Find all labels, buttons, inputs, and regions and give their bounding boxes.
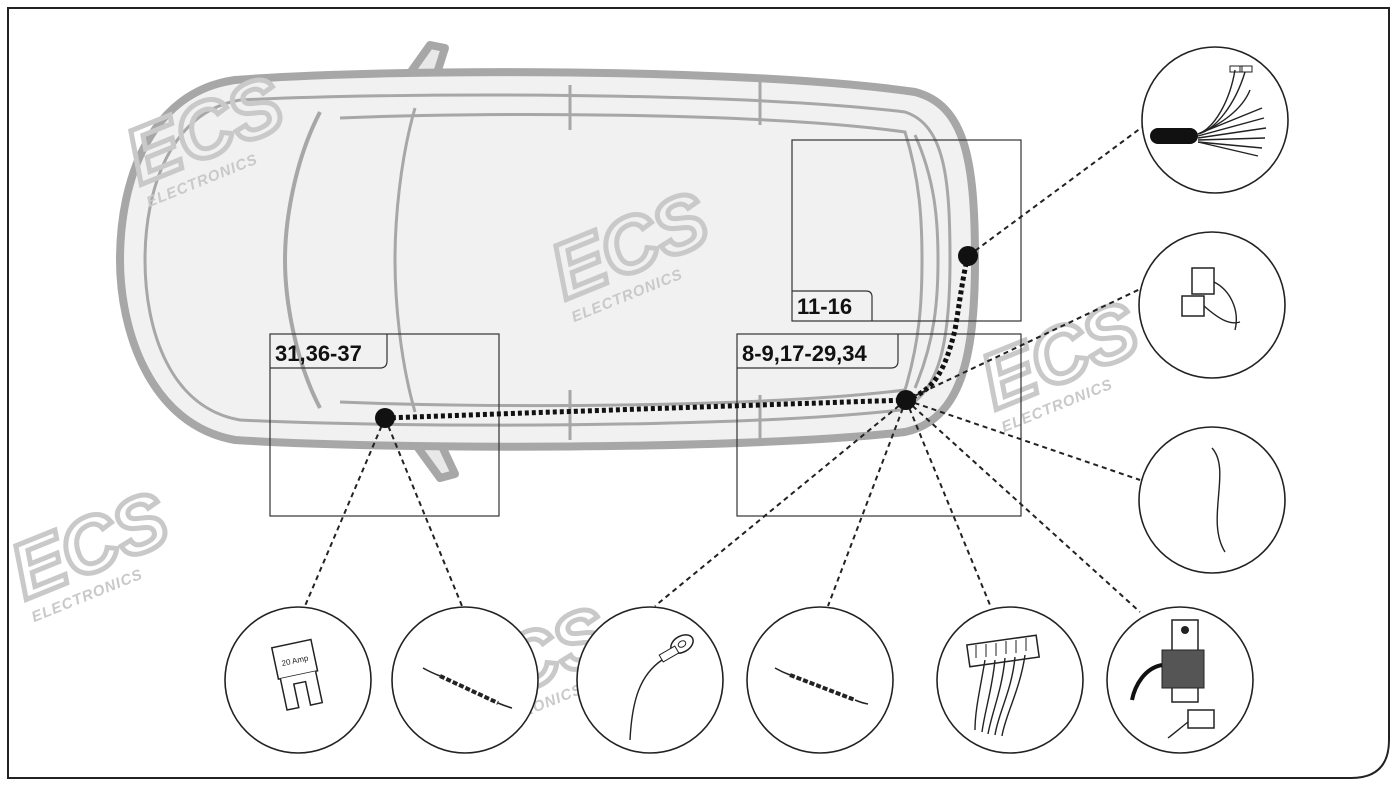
component-relay <box>1106 606 1254 754</box>
junction-dot-rear <box>958 246 978 266</box>
car-inner-outline <box>143 93 952 427</box>
zone-label-11-16: 11-16 <box>797 294 852 319</box>
leader-lines <box>304 124 1156 613</box>
zone-label-31-36-37: 31,36-37 <box>275 341 362 366</box>
watermark-3: ECS ELECTRONICS <box>966 282 1153 436</box>
harness-rear-run <box>905 255 971 403</box>
car-top-view <box>115 41 980 482</box>
zone-box-8-9-17-29-34: 8-9,17-29,34 <box>736 333 1022 517</box>
component-connector-pair <box>1138 231 1286 379</box>
component-module-wires <box>1141 46 1289 194</box>
car-roof <box>339 113 924 408</box>
car-roof-front <box>393 107 417 413</box>
component-wire <box>1138 426 1286 574</box>
car-body <box>115 68 980 451</box>
car-rear-window <box>913 134 940 389</box>
junction-dot-right <box>896 390 916 410</box>
frame-border <box>7 7 1390 779</box>
watermark-4: ECS ELECTRONICS <box>0 472 183 626</box>
harness-main-run <box>384 397 907 421</box>
component-ring-terminal <box>576 606 724 754</box>
junction-dot-left <box>375 408 395 428</box>
zone-box-31-36-37: 31,36-37 <box>269 333 500 517</box>
car-windscreen <box>282 111 322 409</box>
zone-box-11-16: 11-16 <box>791 139 1022 322</box>
component-twisted-wire-1 <box>391 606 539 754</box>
zone-label-8-9-17-29-34: 8-9,17-29,34 <box>742 341 868 366</box>
component-fuse: 20 Amp <box>224 606 372 754</box>
component-twisted-wire-2 <box>746 606 894 754</box>
component-multipin-connector <box>936 606 1084 754</box>
